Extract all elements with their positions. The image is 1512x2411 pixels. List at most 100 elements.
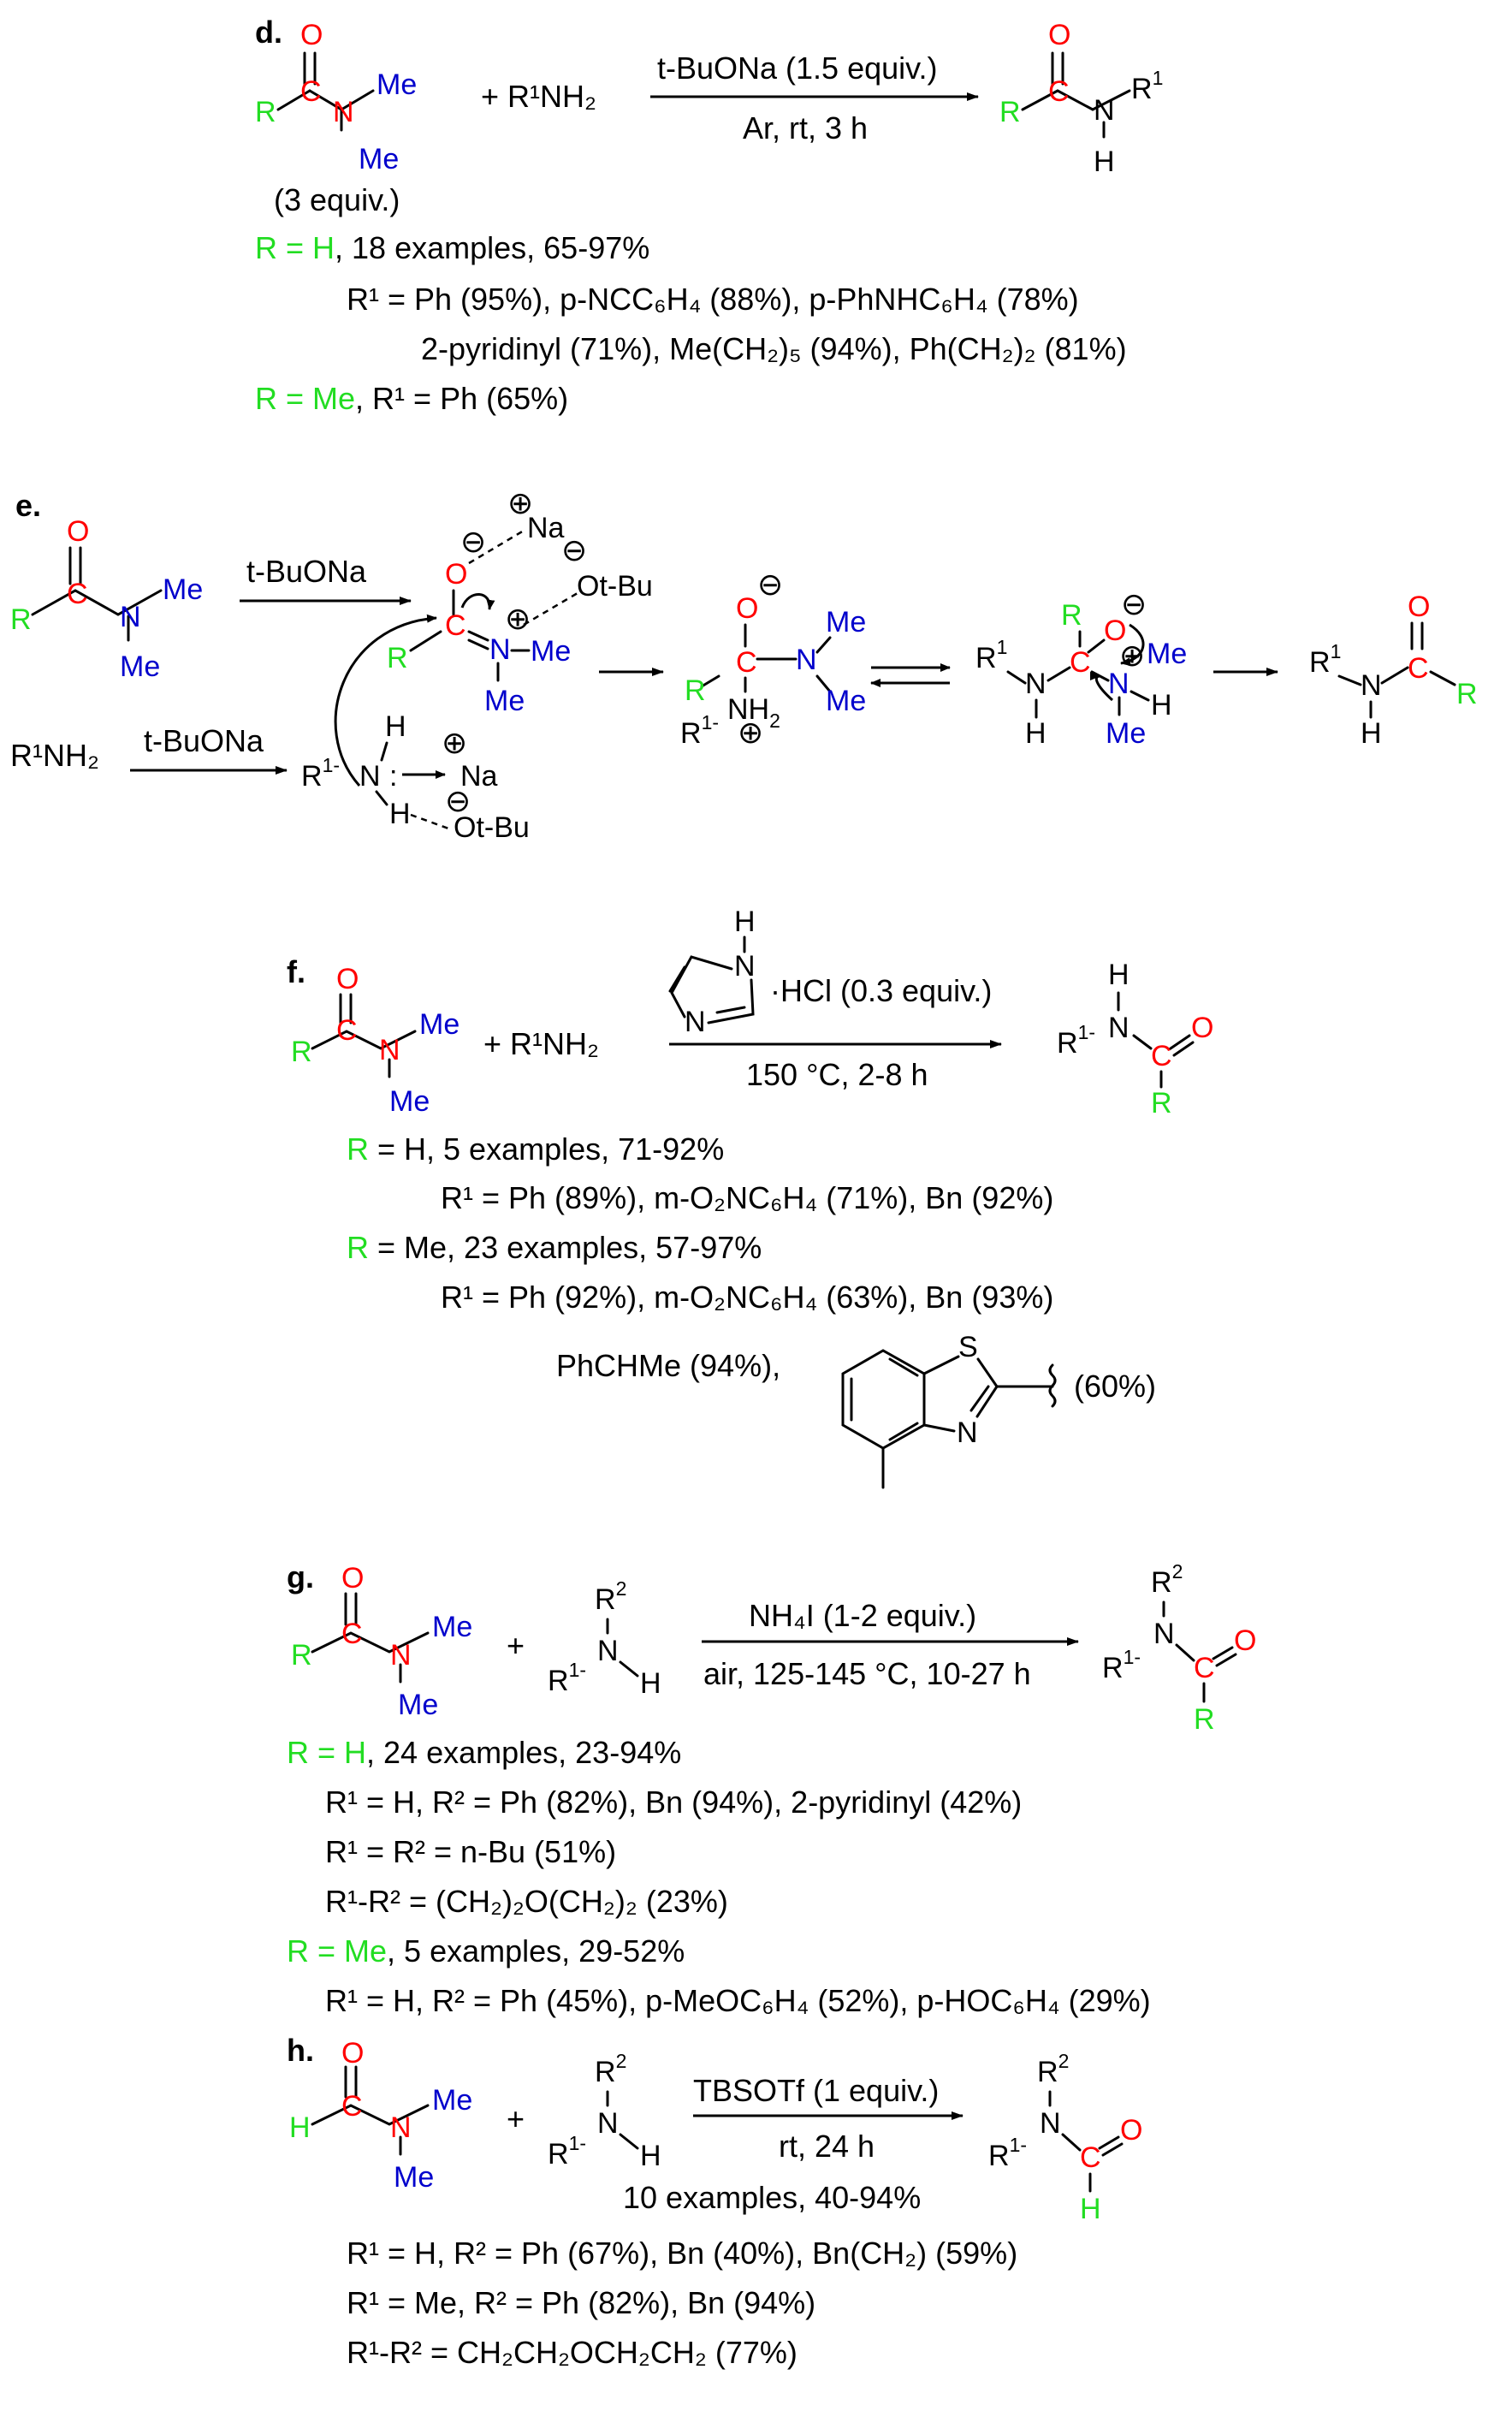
amine-reactant: R¹NH₂	[10, 738, 99, 773]
amide-nitrogen: N	[333, 96, 354, 128]
product-formamide: R2 N R1- C O H	[988, 2050, 1142, 2225]
section-d: d. R O C N Me Me (3 equiv.) + R¹NH₂ t-Bu…	[255, 15, 1163, 416]
nitrogen: N	[489, 633, 511, 666]
r1-group: R1	[1309, 640, 1341, 679]
reagent-bottom: t-BuONa	[144, 723, 264, 758]
carbonyl-oxygen: O	[341, 1562, 364, 1594]
n-plus-charge: ⊕	[505, 601, 531, 636]
scope-line-3: R¹-R² = (CH₂)₂O(CH₂)₂ (23%)	[325, 1884, 728, 1919]
methyl-2: Me	[826, 685, 866, 717]
amide-hydrogen: H	[1108, 959, 1130, 991]
methyl-1: Me	[419, 1008, 460, 1041]
methyl-2: Me	[389, 1085, 430, 1118]
methyl-2: Me	[398, 1689, 438, 1721]
minus-charge: ⊖	[460, 524, 486, 559]
tetrahedral-intermediate-1: O ⊖ C R N Me Me NH2 R1- ⊕	[680, 567, 866, 750]
oxygen: O	[1104, 615, 1126, 647]
carbonyl-oxygen: O	[1120, 2114, 1142, 2147]
r-group: R	[10, 603, 32, 636]
methyl-1: Me	[826, 606, 866, 638]
plus-charge: ⊕	[738, 715, 763, 750]
carbonyl-carbon: C	[341, 2090, 363, 2123]
reactant-dmf: H O C N Me Me	[289, 2037, 472, 2194]
imidazole-h: H	[734, 906, 756, 938]
r2-group: R2	[1151, 1560, 1183, 1599]
r2-group: R2	[595, 2050, 626, 2088]
r1-group: R1-	[548, 2132, 586, 2170]
r1-group: R1-	[548, 1659, 586, 1697]
plus-charge: ⊕	[1119, 638, 1145, 673]
r-group: R	[1061, 599, 1082, 632]
scope-line-1: R¹ = Ph (95%), p-NCC₆H₄ (88%), p-PhNHC₆H…	[347, 282, 1079, 317]
r2-group: R2	[595, 1577, 626, 1616]
carbonyl-carbon: C	[1151, 1040, 1172, 1072]
r-group: R	[291, 1639, 312, 1672]
scope-line-1: R¹ = H, R² = Ph (67%), Bn (40%), Bn(CH₂)…	[347, 2236, 1017, 2271]
r-group: R	[999, 96, 1021, 128]
reagent-label: TBSOTf (1 equiv.)	[693, 2073, 939, 2108]
nitrogen-2: N	[1108, 668, 1130, 700]
carbonyl-oxygen: O	[1408, 591, 1430, 623]
amine-h-1: H	[385, 710, 406, 743]
plus-sign: +	[507, 2101, 525, 2136]
scope-r-me: R = Me, 5 examples, 29-52%	[287, 1933, 685, 1969]
methyl-2: Me	[120, 650, 160, 683]
equiv-note: (3 equiv.)	[274, 182, 400, 217]
r-group: R	[685, 674, 706, 707]
r1-amine: R1-	[301, 754, 340, 793]
r1-group: R1-	[1102, 1646, 1141, 1684]
amine-reactant: R2 N R1- H	[548, 2050, 661, 2172]
methyl-2: Me	[1106, 717, 1146, 750]
amine-reactant: + R¹NH₂	[483, 1026, 599, 1061]
amine-h-2: H	[389, 798, 411, 830]
r-group: R	[1151, 1087, 1172, 1119]
scope-line-3: PhCHMe (94%),	[556, 1348, 780, 1383]
carbonyl-oxygen: O	[336, 963, 359, 995]
imidazole-ring: H N N	[668, 906, 756, 1038]
carbonyl-carbon: C	[341, 1618, 363, 1650]
conditions-label: air, 125-145 °C, 10-27 h	[703, 1656, 1031, 1691]
scope-line-2: R¹ = Ph (92%), m-O₂NC₆H₄ (63%), Bn (93%)	[441, 1280, 1053, 1315]
carbonyl-oxygen: O	[300, 19, 323, 51]
scope-r-h: R = H, 5 examples, 71-92%	[347, 1131, 724, 1167]
scope-line-1: R¹ = H, R² = Ph (82%), Bn (94%), 2-pyrid…	[325, 1784, 1022, 1820]
hydrogen: H	[1361, 717, 1382, 750]
section-label: h.	[287, 2033, 314, 2068]
carbonyl-carbon: C	[67, 578, 88, 610]
section-h: h. H O C N Me Me + R2 N R1- H TBSOTf (1 …	[287, 2033, 1142, 2370]
scope-line-4: R¹ = H, R² = Ph (45%), p-MeOC₆H₄ (52%), …	[325, 1983, 1151, 2018]
methyl-2: Me	[484, 685, 525, 717]
amide-nitrogen: N	[390, 1639, 412, 1672]
reagent-label: t-BuONa (1.5 equiv.)	[657, 50, 937, 86]
conditions-label: rt, 24 h	[779, 2129, 875, 2164]
reactant-amide: R O C N Me Me	[10, 515, 203, 683]
scope-line-2: R¹ = R² = n-Bu (51%)	[325, 1834, 616, 1869]
nitrogen: N	[1361, 669, 1382, 702]
section-label: g.	[287, 1559, 314, 1594]
formyl-hydrogen: H	[289, 2111, 311, 2144]
tert-butoxide-2: Ot-Bu	[454, 811, 530, 844]
carbonyl-oxygen: O	[1191, 1012, 1213, 1044]
amide-nitrogen: N	[379, 1034, 400, 1066]
imidazole-nh: N	[734, 950, 756, 983]
hydrogen: H	[1025, 717, 1047, 750]
nitrogen: N	[1025, 668, 1047, 700]
methyl-2: Me	[359, 143, 399, 175]
nitrogen: N	[1040, 2107, 1061, 2140]
scope-line-2: R¹ = Me, R² = Ph (82%), Bn (94%)	[347, 2285, 815, 2320]
carbonyl-carbon: C	[1080, 2141, 1101, 2174]
carbon: C	[736, 646, 757, 679]
amine-nitrogen: N	[359, 760, 381, 793]
plus-charge-2: ⊕	[442, 725, 467, 760]
methyl-1: Me	[377, 68, 417, 101]
carbonyl-oxygen: O	[67, 515, 89, 548]
amine-group: NH2	[727, 693, 780, 732]
r2-group: R2	[1037, 2050, 1069, 2088]
reagent-label: NH₄I (1-2 equiv.)	[749, 1598, 976, 1633]
hydrogen: H	[640, 2140, 661, 2172]
r1-group: R1-	[988, 2134, 1027, 2172]
methyl-1: Me	[1147, 638, 1187, 670]
amide-nitrogen: N	[1108, 1012, 1130, 1044]
imidazole-n: N	[685, 1006, 706, 1038]
